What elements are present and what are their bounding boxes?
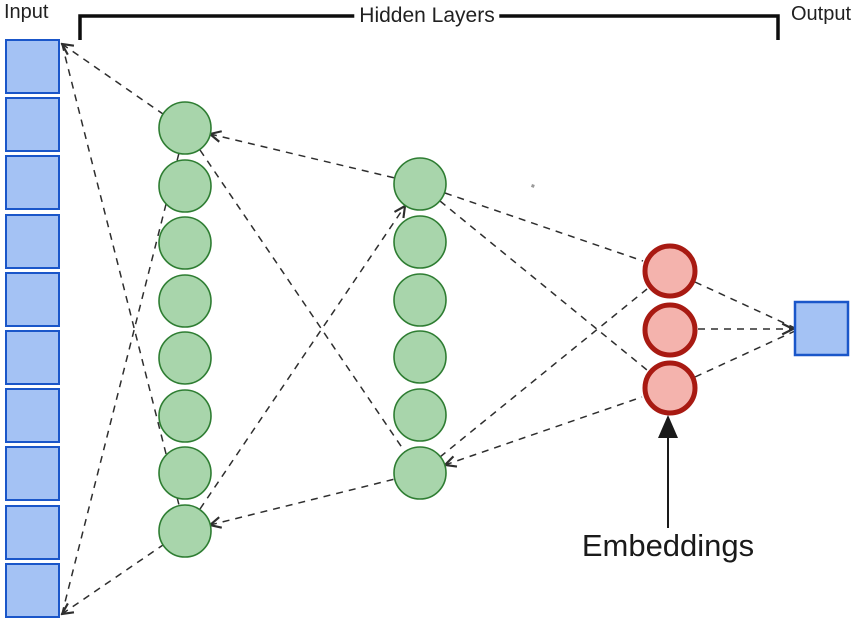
stray-mark	[530, 184, 535, 188]
input-node	[5, 388, 60, 443]
connection-edge	[694, 330, 796, 378]
hidden-node-layer2	[393, 446, 447, 500]
embedding-node	[642, 360, 698, 416]
hidden-node-layer1	[158, 331, 212, 385]
hidden-node-layer2	[393, 388, 447, 442]
input-node	[5, 155, 60, 210]
hidden-node-layer1	[158, 389, 212, 443]
hidden-node-layer2	[393, 157, 447, 211]
input-node	[5, 563, 60, 618]
connection-edge	[61, 152, 180, 615]
input-node	[5, 272, 60, 327]
connection-edge	[199, 206, 405, 510]
embedding-node	[642, 243, 698, 299]
hidden-node-layer1	[158, 216, 212, 270]
embeddings-label: Embeddings	[581, 528, 755, 563]
input-node	[5, 505, 60, 560]
hidden-node-layer1	[158, 101, 212, 155]
connection-edge	[694, 281, 796, 329]
output-layer-label: Output	[791, 3, 852, 25]
hidden-layers-label: Hidden Layers	[354, 4, 500, 28]
hidden-node-layer1	[158, 504, 212, 558]
hidden-node-layer2	[393, 330, 447, 384]
input-node	[5, 446, 60, 501]
hidden-node-layer2	[393, 273, 447, 327]
connection-edge	[210, 134, 396, 179]
hidden-node-layer1	[158, 274, 212, 328]
connection-edge	[445, 396, 643, 465]
connection-edge	[439, 288, 648, 458]
embedding-node	[642, 302, 698, 358]
connection-edge	[61, 43, 180, 506]
hidden-node-layer2	[393, 215, 447, 269]
connection-edge	[199, 149, 406, 453]
connection-edge	[210, 478, 396, 525]
connection-edge	[444, 192, 644, 262]
input-node	[5, 39, 60, 94]
embeddings-arrow-head	[658, 415, 678, 438]
hidden-node-layer1	[158, 159, 212, 213]
input-node	[5, 97, 60, 152]
input-node	[5, 330, 60, 385]
connection-edge	[62, 44, 164, 115]
input-node	[5, 214, 60, 269]
input-layer-label: Input	[4, 1, 49, 23]
output-node	[793, 300, 850, 357]
hidden-node-layer1	[158, 446, 212, 500]
connection-edge	[62, 544, 164, 614]
connection-edge	[439, 200, 648, 371]
